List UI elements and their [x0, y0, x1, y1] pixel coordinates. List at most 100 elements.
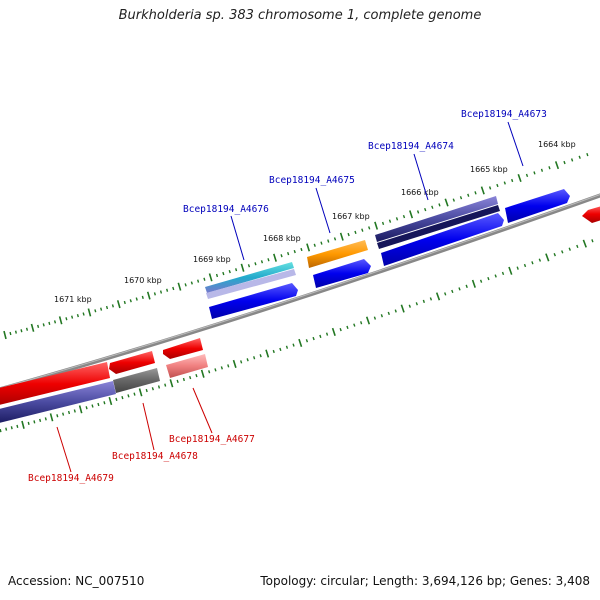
kbp-label-1667: 1667 kbp — [332, 212, 370, 221]
gene-label-a4679[interactable]: Bcep18194_A4679 — [28, 473, 114, 484]
upper-scale-major-tick — [3, 330, 7, 340]
upper-scale-minor-tick — [123, 300, 126, 305]
upper-scale-minor-tick — [135, 297, 138, 301]
gene-cds-a4674[interactable] — [381, 213, 504, 266]
upper-scale-minor-tick — [172, 286, 175, 291]
upper-scale-minor-tick — [474, 191, 477, 195]
upper-scale-minor-tick — [300, 247, 303, 252]
callout-line-a4673 — [507, 121, 524, 167]
gene-feature-a4678-gray[interactable] — [113, 368, 160, 393]
upper-scale-minor-tick — [76, 314, 79, 318]
upper-scale-major-tick — [306, 243, 311, 252]
kbp-label-1668: 1668 kbp — [263, 234, 301, 243]
gene-feature-a4674-purple[interactable] — [375, 196, 498, 242]
upper-scale-minor-tick — [563, 160, 566, 165]
upper-scale-minor-tick — [267, 258, 270, 262]
upper-scale-minor-tick — [496, 183, 499, 188]
lower-scale-minor-tick — [121, 396, 124, 400]
gene-label-a4673[interactable]: Bcep18194_A4673 — [461, 109, 547, 120]
upper-scale-major-tick — [409, 210, 414, 219]
upper-scale-minor-tick — [9, 331, 12, 336]
gene-cds-a4673[interactable] — [505, 189, 570, 223]
lower-scale-minor-tick — [408, 304, 411, 308]
gene-feature-a4674-dark[interactable] — [377, 205, 500, 249]
upper-scale-minor-tick — [402, 214, 406, 219]
callout-line-a4679 — [56, 426, 72, 473]
gene-cds-offscreen-right[interactable] — [582, 205, 600, 223]
upper-scale-major-tick — [146, 291, 151, 300]
lower-scale-minor-tick — [305, 339, 309, 343]
upper-scale-minor-tick — [361, 228, 364, 232]
gene-cds-a4678[interactable] — [109, 351, 155, 374]
lower-scale-minor-tick — [133, 392, 136, 396]
gene-label-a4678[interactable]: Bcep18194_A4678 — [112, 451, 198, 462]
gene-cds-a4676[interactable] — [209, 283, 298, 319]
gene-feature-a4676-light[interactable] — [206, 269, 296, 299]
lower-scale-minor-tick — [145, 388, 148, 393]
lower-scale-minor-tick — [591, 239, 594, 243]
lower-scale-minor-tick — [394, 309, 397, 313]
gene-feature-a4677-pink[interactable] — [166, 354, 208, 378]
lower-scale-minor-tick — [195, 373, 198, 378]
lower-scale-minor-tick — [479, 279, 483, 283]
lower-scale-major-tick — [108, 396, 113, 406]
lower-scale-major-tick — [138, 388, 143, 397]
gene-cds-a4679[interactable] — [0, 362, 110, 406]
upper-scale-minor-tick — [25, 327, 29, 331]
lower-scale-major-tick — [365, 316, 371, 325]
callout-line-a4676 — [230, 215, 245, 261]
gene-feature-a4679-purple[interactable] — [0, 381, 116, 424]
kbp-label-1666: 1666 kbp — [401, 188, 439, 197]
lower-scale-major-tick — [21, 420, 25, 429]
upper-scale-minor-tick — [153, 292, 156, 296]
upper-scale-major-tick — [30, 323, 35, 332]
kbp-label-1665: 1665 kbp — [470, 165, 508, 174]
upper-scale-minor-tick — [525, 173, 529, 178]
lower-scale-minor-tick — [115, 397, 118, 401]
lower-scale-minor-tick — [67, 410, 71, 415]
upper-scale-minor-tick — [347, 232, 350, 237]
lower-scale-minor-tick — [33, 420, 36, 424]
lower-scale-minor-tick — [85, 406, 88, 410]
upper-scale-minor-tick — [354, 230, 357, 235]
gene-label-a4674[interactable]: Bcep18194_A4674 — [368, 141, 454, 152]
kbp-label-1671: 1671 kbp — [54, 295, 92, 304]
lower-scale-minor-tick — [576, 244, 579, 249]
upper-scale-minor-tick — [184, 283, 187, 287]
lower-scale-minor-tick — [227, 364, 230, 368]
upper-scale-minor-tick — [53, 320, 57, 324]
gene-cds-a4675[interactable] — [313, 259, 371, 288]
lower-scale-minor-tick — [292, 343, 295, 347]
lower-scale-minor-tick — [553, 253, 556, 257]
lower-scale-minor-tick — [415, 302, 418, 306]
upper-scale-minor-tick — [511, 178, 514, 183]
gene-feature-a4676-teal[interactable] — [205, 262, 294, 293]
gene-label-a4676[interactable]: Bcep18194_A4676 — [183, 204, 269, 215]
lower-scale-minor-tick — [16, 424, 19, 428]
lower-scale-minor-tick — [373, 316, 377, 320]
upper-scale-minor-tick — [459, 196, 463, 200]
lower-scale-minor-tick — [157, 385, 161, 389]
upper-scale-minor-tick — [586, 152, 589, 157]
upper-scale-minor-tick — [141, 295, 144, 299]
lower-scale-minor-tick — [208, 370, 211, 374]
kbp-label-1670: 1670 kbp — [124, 276, 162, 285]
lower-scale-minor-tick — [220, 366, 223, 370]
lower-scale-ring — [0, 239, 594, 433]
upper-scale-major-tick — [273, 253, 277, 262]
upper-scale-major-tick — [480, 186, 485, 195]
lower-scale-minor-tick — [501, 271, 505, 276]
lower-scale-minor-tick — [27, 421, 30, 425]
gene-cds-a4677[interactable] — [163, 338, 203, 359]
upper-scale-minor-tick — [293, 249, 296, 254]
lower-scale-minor-tick — [279, 347, 282, 352]
upper-scale-minor-tick — [71, 315, 74, 319]
gene-feature-a4675-orange[interactable] — [307, 240, 368, 268]
gene-label-a4677[interactable]: Bcep18194_A4677 — [169, 434, 255, 445]
gene-label-a4675[interactable]: Bcep18194_A4675 — [269, 175, 355, 186]
lower-scale-minor-tick — [62, 412, 65, 416]
lower-scale-minor-tick — [253, 356, 256, 360]
lower-scale-minor-tick — [182, 377, 185, 382]
